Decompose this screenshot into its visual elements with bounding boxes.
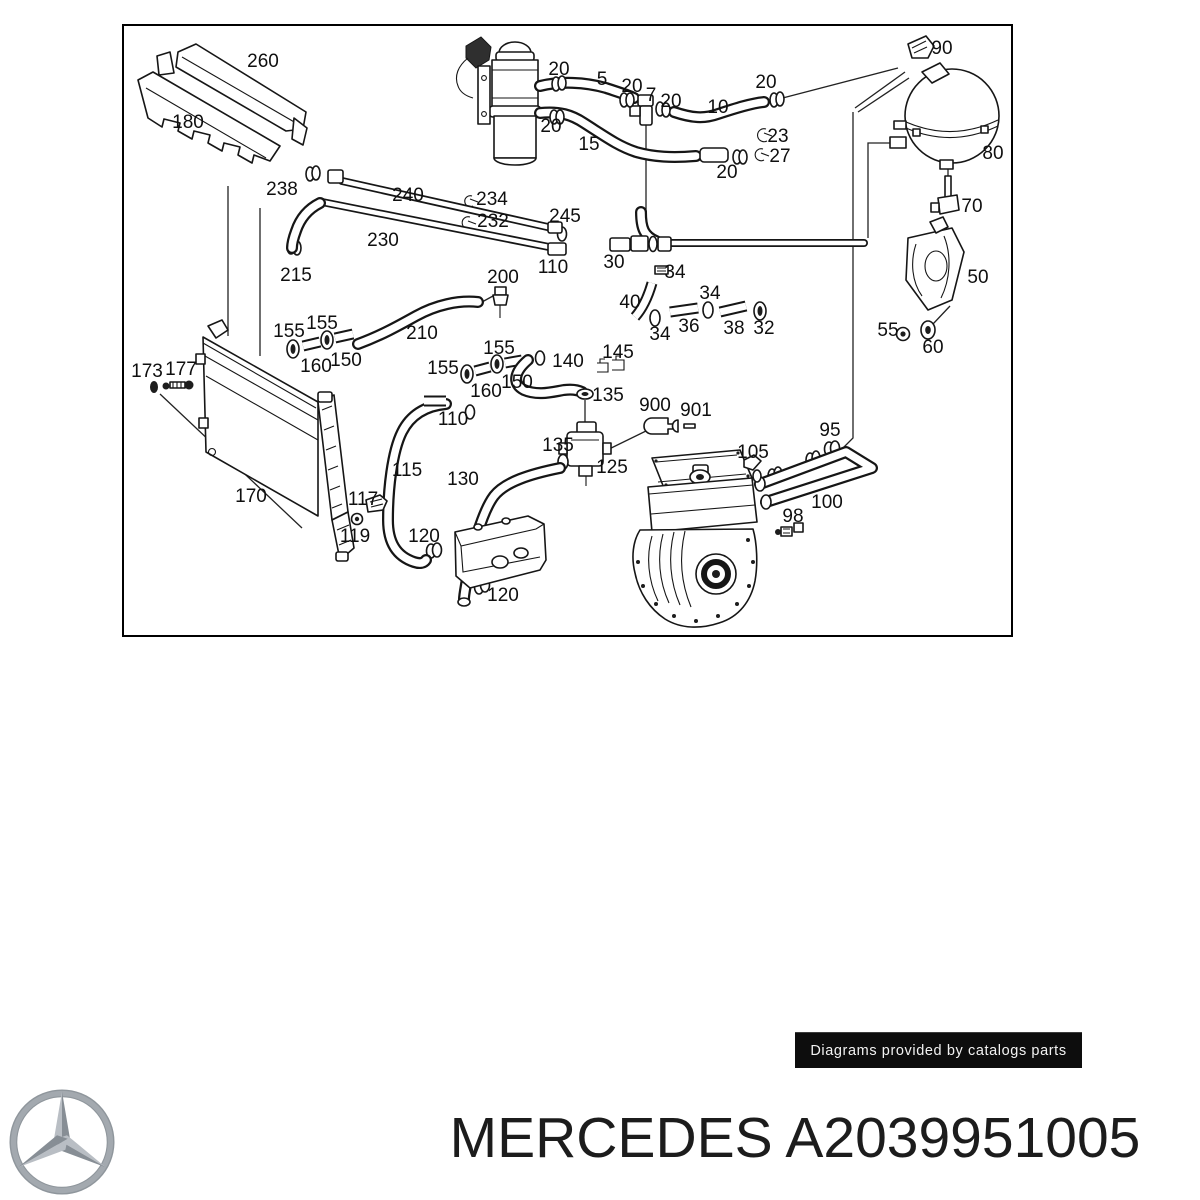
part-number-label: 155	[273, 321, 305, 342]
part-number-label: 30	[603, 252, 625, 273]
part-number-label: 105	[737, 442, 769, 463]
part-number-label: 210	[406, 323, 438, 344]
part-number-label: 150	[501, 372, 533, 393]
part-number-label: 160	[470, 381, 502, 402]
part-number-label: 238	[266, 179, 298, 200]
part-number-label: 240	[392, 185, 424, 206]
part-number-label: 155	[427, 358, 459, 379]
part-number-label: 20	[716, 162, 738, 183]
part-number-label: 10	[707, 97, 729, 118]
part-number-label: 15	[578, 134, 600, 155]
part-number-label: 20	[548, 59, 570, 80]
part-number-label: 55	[877, 320, 899, 341]
part-number-label: 20	[755, 72, 777, 93]
part-number-label: 135	[592, 385, 624, 406]
part-number-label: 32	[753, 318, 775, 339]
part-number-label: 34	[699, 283, 721, 304]
part-number-label: 120	[408, 526, 440, 547]
part-number-label: 120	[487, 585, 519, 606]
watermark-badge: Diagrams provided by catalogs parts	[795, 1032, 1082, 1068]
part-number-label: 130	[447, 469, 479, 490]
part-number-label: 200	[487, 267, 519, 288]
part-number-label: 110	[437, 409, 469, 430]
part-number-label: 20	[540, 116, 562, 137]
part-number-label: 119	[339, 526, 371, 547]
part-number-label: 115	[391, 460, 423, 481]
part-number-label: 155	[306, 313, 338, 334]
part-number-label: 27	[769, 146, 791, 167]
part-number-label: 60	[922, 337, 944, 358]
part-number-label: 20	[621, 76, 643, 97]
part-number-label: 160	[300, 356, 332, 377]
page-title: MERCEDES A2039951005	[449, 1106, 1141, 1170]
part-number-label: 215	[280, 265, 312, 286]
part-number-label: 140	[552, 351, 584, 372]
mercedes-star-icon	[9, 1089, 115, 1195]
part-number-label: 125	[596, 457, 628, 478]
part-number-label: 150	[330, 350, 362, 371]
watermark-text: Diagrams provided by catalogs parts	[810, 1042, 1067, 1059]
part-number-label: 70	[961, 196, 983, 217]
part-number-label: 90	[931, 38, 953, 59]
part-number-label: 100	[811, 492, 843, 513]
part-number-label: 80	[982, 143, 1004, 164]
part-number-label: 98	[782, 506, 804, 527]
part-number-label: 23	[767, 126, 789, 147]
part-number-label: 145	[602, 342, 634, 363]
part-number-label: 900	[639, 395, 671, 416]
part-number-label: 260	[247, 51, 279, 72]
part-number-label: 110	[537, 257, 569, 278]
part-number-label: 5	[596, 69, 608, 90]
part-number-label: 155	[483, 338, 515, 359]
part-number-label: 40	[619, 292, 641, 313]
part-number-label: 7	[645, 85, 657, 106]
part-number-label: 95	[819, 420, 841, 441]
part-number-label: 117	[347, 489, 379, 510]
part-number-label: 230	[367, 230, 399, 251]
part-number-label: 135	[542, 435, 574, 456]
part-number-label: 50	[967, 267, 989, 288]
part-number-label: 170	[235, 486, 267, 507]
part-number-label: 38	[723, 318, 745, 339]
part-number-label: 245	[549, 206, 581, 227]
part-number-label: 180	[172, 112, 204, 133]
part-number-label: 901	[680, 400, 712, 421]
part-number-label: 173	[131, 361, 163, 382]
part-number-label: 34	[664, 262, 686, 283]
part-number-label: 20	[660, 91, 682, 112]
part-number-label: 36	[678, 316, 700, 337]
part-number-label: 234	[476, 189, 508, 210]
part-number-label: 232	[477, 211, 509, 232]
part-number-label: 177	[165, 359, 197, 380]
part-number-label: 34	[649, 324, 671, 345]
